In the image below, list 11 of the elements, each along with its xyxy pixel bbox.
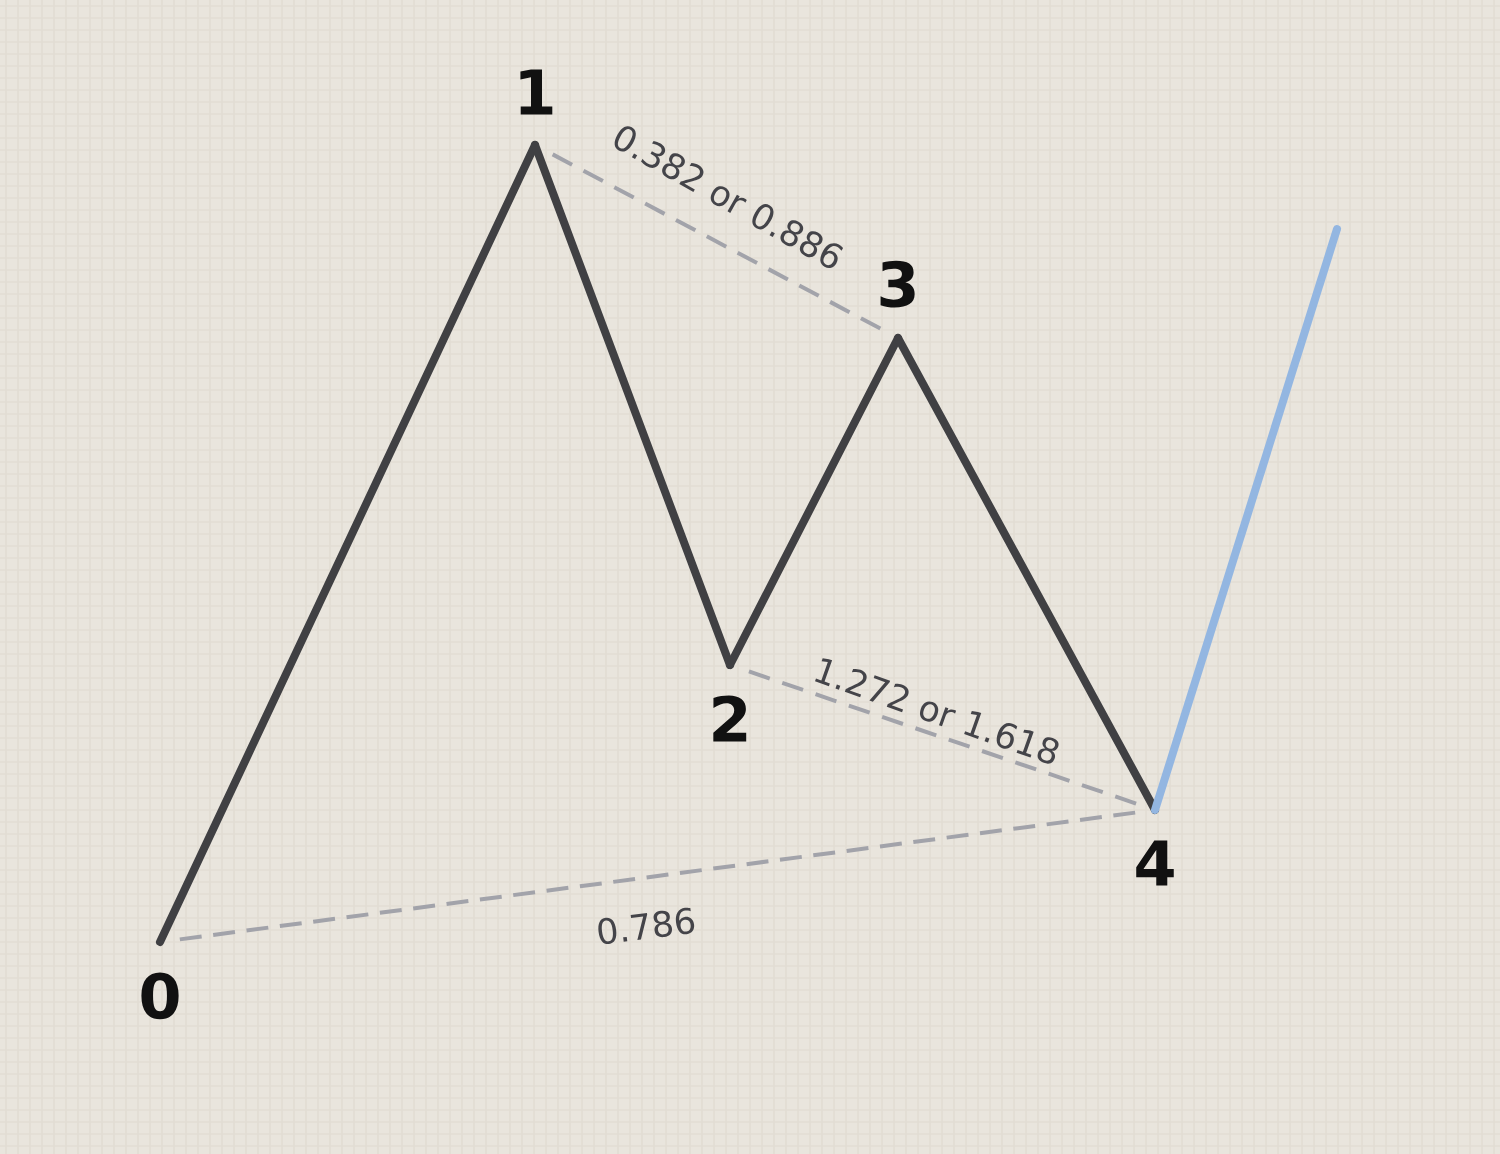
line-segment bbox=[1151, 225, 1341, 814]
dashed-line bbox=[748, 669, 1137, 806]
point-label: 1 bbox=[520, 69, 553, 115]
point-label: 3 bbox=[880, 260, 915, 308]
dashed-line bbox=[551, 152, 882, 331]
dashed-line bbox=[179, 810, 1136, 942]
edge-label: 0.786 bbox=[598, 907, 695, 945]
point-label: 2 bbox=[713, 695, 747, 742]
point-label: 4 bbox=[1136, 840, 1174, 886]
point-label: 0 bbox=[141, 972, 179, 1020]
edge-label: 1.272 or 1.618 bbox=[815, 658, 1059, 764]
